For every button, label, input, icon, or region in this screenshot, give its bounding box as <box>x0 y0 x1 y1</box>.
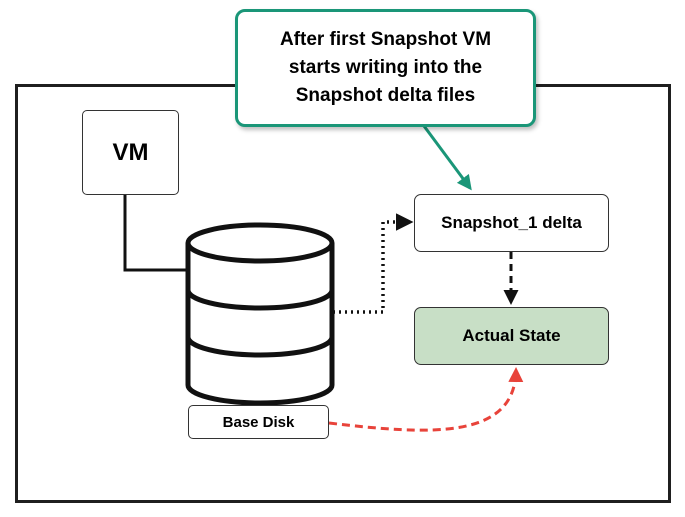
actual-state-node: Actual State <box>414 307 609 365</box>
base-disk-node: Base Disk <box>188 405 329 439</box>
vm-to-disk-connector <box>123 195 188 272</box>
callout-line: After first Snapshot VM <box>279 29 492 50</box>
disk-to-snapshot-connector <box>333 213 414 314</box>
snapshot-delta-node: Snapshot_1 delta <box>414 194 609 252</box>
callout-text: After first Snapshot VM starts writing i… <box>238 26 533 110</box>
vm-label: VM <box>112 138 149 166</box>
callout-line: Snapshot delta files <box>295 85 476 106</box>
base-disk-label: Base Disk <box>222 413 295 431</box>
snapshot-delta-label: Snapshot_1 delta <box>441 213 582 232</box>
callout-line: starts writing into the <box>288 57 483 78</box>
vm-node: VM <box>82 110 179 195</box>
callout-pointer-arrow <box>422 125 472 191</box>
actual-state-label: Actual State <box>462 326 561 345</box>
database-icon <box>185 222 335 406</box>
callout-note: After first Snapshot VM starts writing i… <box>235 9 536 127</box>
basedisk-to-actual-arrow <box>328 367 524 432</box>
